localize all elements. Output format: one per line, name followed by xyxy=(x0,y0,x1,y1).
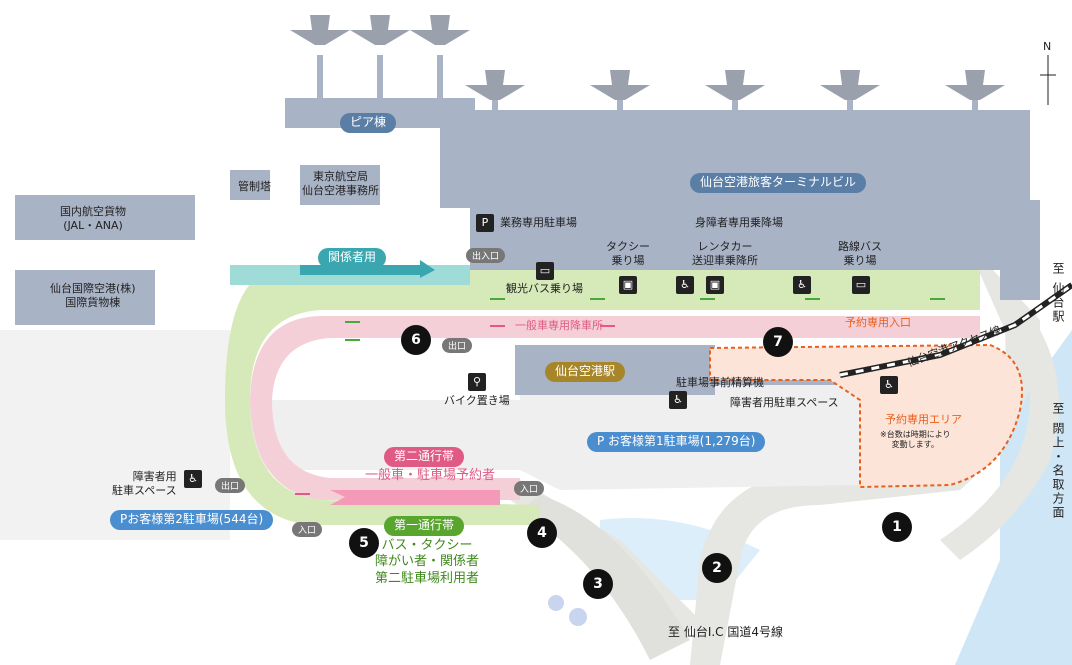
pond-2 xyxy=(569,608,587,626)
lane2-arrow xyxy=(330,490,500,505)
wheelchair-icon: ♿ xyxy=(793,276,811,294)
aircraft-icon xyxy=(350,15,410,45)
marker-3: 3 xyxy=(583,569,613,599)
parking-2-label: Pお客様第2駐車場(544台) xyxy=(110,510,274,530)
civil-aviation-label: 東京航空局 仙台空港事務所 xyxy=(302,170,379,197)
wheelchair-icon: ♿ xyxy=(184,470,202,488)
bike-parking-label: バイク置き場 xyxy=(444,394,510,407)
to-natori-label: 至 閖上・名取方面 xyxy=(1051,402,1065,520)
intl-cargo-building xyxy=(15,270,155,325)
rental-car-icon: ▣ xyxy=(706,276,724,294)
marker-5: 5 xyxy=(349,528,379,558)
road-right-curve xyxy=(940,330,1059,560)
to-sendai-ic-label: 至 仙台I.C 国道4号線 xyxy=(668,625,783,639)
aircraft-icon xyxy=(410,15,470,45)
entrance-tag: 入口 xyxy=(514,481,545,496)
tour-bus-icon: ▭ xyxy=(536,262,554,280)
marker-1: 1 xyxy=(882,512,912,542)
disabled-parking-label: 障害者用駐車スペース xyxy=(730,396,839,409)
taxi-label: タクシー 乗り場 xyxy=(606,240,650,267)
lane1-desc: バス・タクシー 障がい者・関係者 第二駐車場利用者 xyxy=(375,538,480,586)
parking-1-label: P お客様第1駐車場(1,279台) xyxy=(587,432,766,452)
aircraft-icon xyxy=(290,15,350,45)
staff-lane-label: 関係者用 xyxy=(318,248,387,268)
domestic-cargo-label: 国内航空貨物 (JAL・ANA) xyxy=(60,205,126,232)
exit-tag-left: 出口 xyxy=(215,478,246,493)
lane-arrows xyxy=(345,298,945,341)
marker-2: 2 xyxy=(702,553,732,583)
terminal-building xyxy=(465,110,1040,300)
taxi-icon: ▣ xyxy=(619,276,637,294)
tour-bus-label: 観光バス乗り場 xyxy=(506,282,583,295)
business-parking-label: 業務専用駐車場 xyxy=(500,216,577,229)
staff-arrow xyxy=(300,260,435,278)
parking-icon: P xyxy=(476,214,494,232)
civil-aviation-building xyxy=(300,165,380,205)
handicap-loading-label: 身障者専用乗降場 xyxy=(695,216,783,229)
reserved-note: ※台数は時期により 変動します。 xyxy=(880,430,951,449)
pink-loop xyxy=(250,316,980,500)
bus-icon: ▭ xyxy=(852,276,870,294)
tower-building xyxy=(230,170,270,200)
wheelchair-icon: ♿ xyxy=(676,276,694,294)
aircraft-icon xyxy=(590,70,650,100)
route-bus-label: 路線バス 乗り場 xyxy=(838,240,882,267)
pier-label: ピア棟 xyxy=(340,113,397,133)
railway-line-dash xyxy=(839,283,1072,377)
marker-6: 6 xyxy=(401,325,431,355)
green-loop xyxy=(225,270,980,525)
rental-car-label: レンタカー 送迎車乗降所 xyxy=(692,240,758,267)
wheelchair-icon: ♿ xyxy=(669,391,687,409)
disabled-parking-left-label: 障害者用 駐車スペース xyxy=(112,470,177,497)
reserved-area-label: 予約専用エリア xyxy=(885,413,962,426)
aircraft-icon xyxy=(820,70,880,100)
bike-icon: ⚲ xyxy=(468,373,486,391)
aircraft-icon xyxy=(465,70,525,100)
aircraft-icon xyxy=(945,70,1005,100)
reserved-area xyxy=(709,343,1023,489)
reserved-entrance-label: 予約専用入口 xyxy=(845,316,911,329)
marker-4: 4 xyxy=(527,518,557,548)
pay-station-label: 駐車場事前精算機 xyxy=(676,376,764,389)
pier-stem xyxy=(440,98,470,208)
lane2-desc: 一般車・駐車場予約者 xyxy=(365,468,496,483)
pond-1 xyxy=(548,595,564,611)
north-mark: N xyxy=(1043,40,1052,53)
jet-bridges xyxy=(317,55,978,125)
marker-7: 7 xyxy=(763,327,793,357)
to-sendai-station-label: 至 仙台駅 xyxy=(1051,262,1065,324)
station-label: 仙台空港駅 xyxy=(545,362,626,382)
lot-left xyxy=(0,330,230,540)
in-out-tag: 出入口 xyxy=(466,248,506,263)
exit-tag: 出口 xyxy=(442,338,473,353)
domestic-cargo-building xyxy=(15,195,195,240)
tower-label: 管制塔 xyxy=(238,180,271,193)
lane2-title: 第二通行帯 xyxy=(384,447,465,467)
pink-arrows xyxy=(295,325,615,495)
intl-cargo-label: 仙台国際空港(株) 国際貨物棟 xyxy=(50,282,136,309)
lane1-title: 第一通行帯 xyxy=(384,516,465,536)
wheelchair-icon: ♿ xyxy=(880,376,898,394)
entrance-tag-left: 入口 xyxy=(292,522,323,537)
aircraft-group xyxy=(290,15,1005,100)
terminal-label: 仙台空港旅客ターミナルビル xyxy=(690,173,867,193)
aircraft-icon xyxy=(705,70,765,100)
general-dropoff-label: 一般車専用降車所 xyxy=(515,319,603,332)
